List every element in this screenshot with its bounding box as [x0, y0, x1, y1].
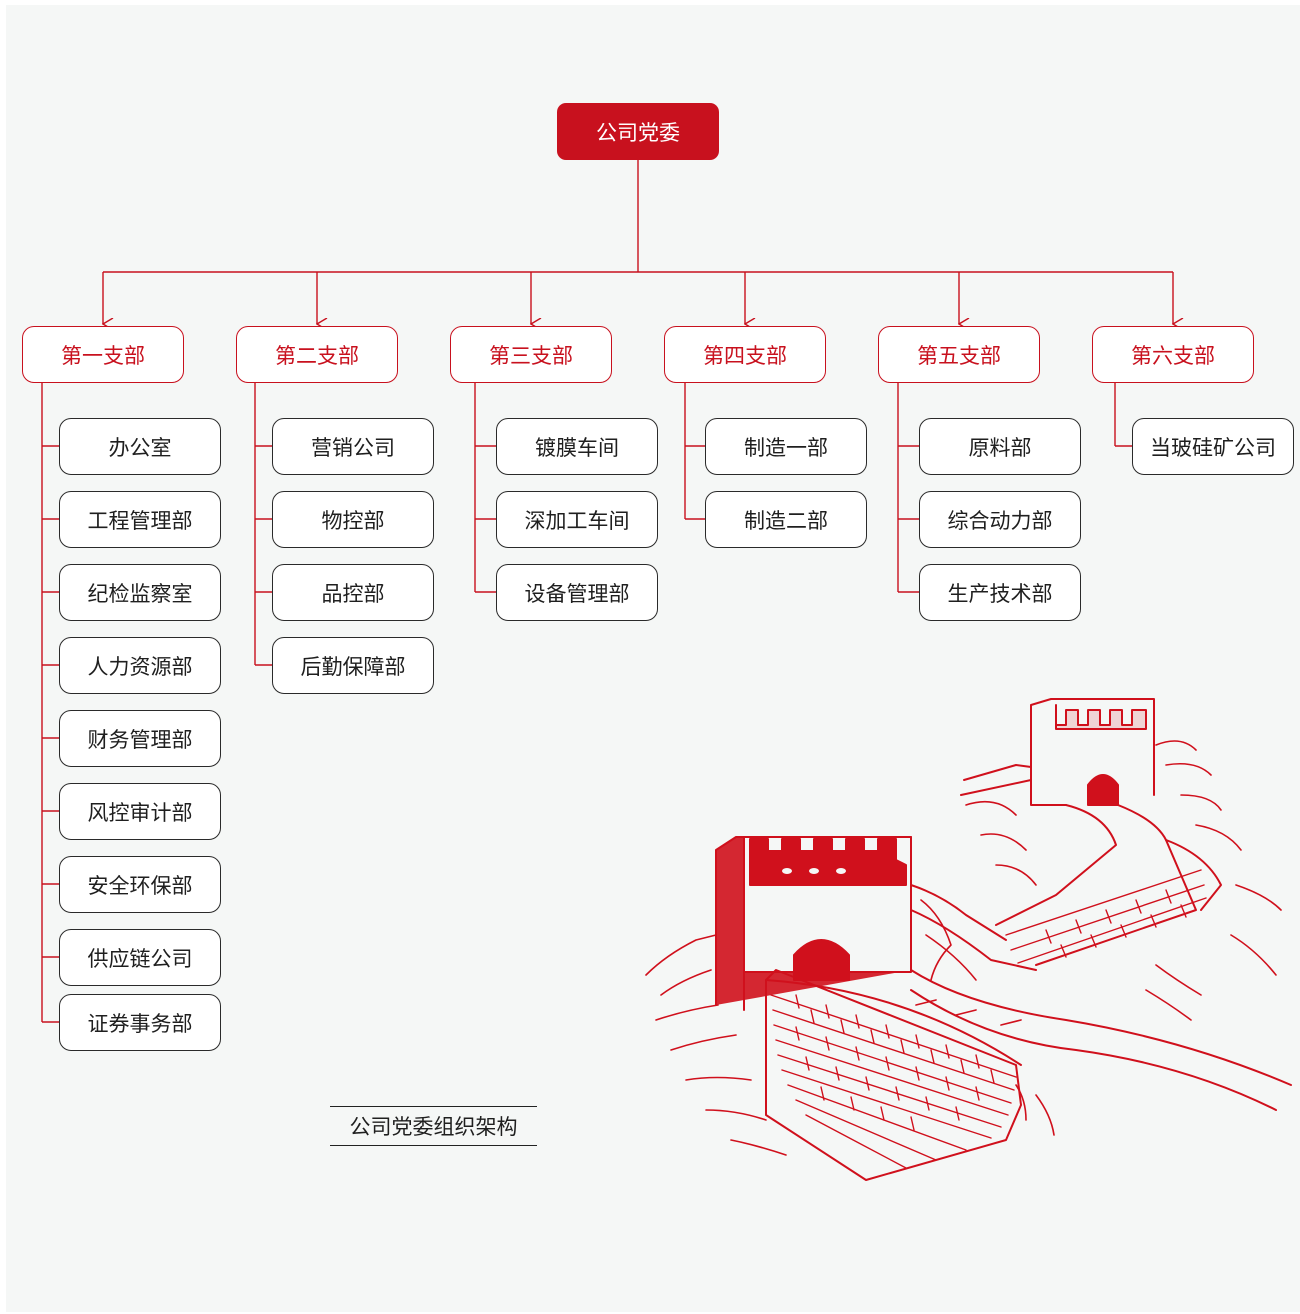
leaf-node[interactable]: 原料部 — [919, 418, 1081, 475]
leaf-node[interactable]: 当玻硅矿公司 — [1132, 418, 1294, 475]
leaf-node[interactable]: 物控部 — [272, 491, 434, 548]
leaf-node[interactable]: 品控部 — [272, 564, 434, 621]
connector-lines — [41, 160, 1300, 1023]
leaf-node[interactable]: 营销公司 — [272, 418, 434, 475]
leaf-node[interactable]: 工程管理部 — [59, 491, 221, 548]
leaf-node[interactable]: 制造一部 — [705, 418, 867, 475]
leaf-node[interactable]: 综合动力部 — [919, 491, 1081, 548]
leaf-node[interactable]: 镀膜车间 — [496, 418, 658, 475]
leaf-node[interactable]: 深加工车间 — [496, 491, 658, 548]
leaf-node[interactable]: 证券事务部 — [59, 994, 221, 1051]
branch-node-2[interactable]: 第二支部 — [236, 326, 398, 383]
leaf-node[interactable]: 风控审计部 — [59, 783, 221, 840]
leaf-node[interactable]: 生产技术部 — [919, 564, 1081, 621]
leaf-node[interactable]: 制造二部 — [705, 491, 867, 548]
leaf-node[interactable]: 设备管理部 — [496, 564, 658, 621]
branch-node-1[interactable]: 第一支部 — [22, 326, 184, 383]
branch-node-3[interactable]: 第三支部 — [450, 326, 612, 383]
great-wall-illustration — [645, 698, 1292, 1181]
leaf-node[interactable]: 财务管理部 — [59, 710, 221, 767]
root-node-party-committee[interactable]: 公司党委 — [557, 103, 719, 160]
branch-node-5[interactable]: 第五支部 — [878, 326, 1040, 383]
leaf-node[interactable]: 纪检监察室 — [59, 564, 221, 621]
leaf-node[interactable]: 办公室 — [59, 418, 221, 475]
leaf-node[interactable]: 人力资源部 — [59, 637, 221, 694]
branch-node-6[interactable]: 第六支部 — [1092, 326, 1254, 383]
chart-caption: 公司党委组织架构 — [330, 1106, 537, 1146]
leaf-node[interactable]: 供应链公司 — [59, 929, 221, 986]
org-chart-canvas: 公司党委 第一支部 第二支部 第三支部 第四支部 第五支部 第六支部 办公室 工… — [6, 5, 1300, 1312]
leaf-node[interactable]: 后勤保障部 — [272, 637, 434, 694]
leaf-node[interactable]: 安全环保部 — [59, 856, 221, 913]
branch-node-4[interactable]: 第四支部 — [664, 326, 826, 383]
